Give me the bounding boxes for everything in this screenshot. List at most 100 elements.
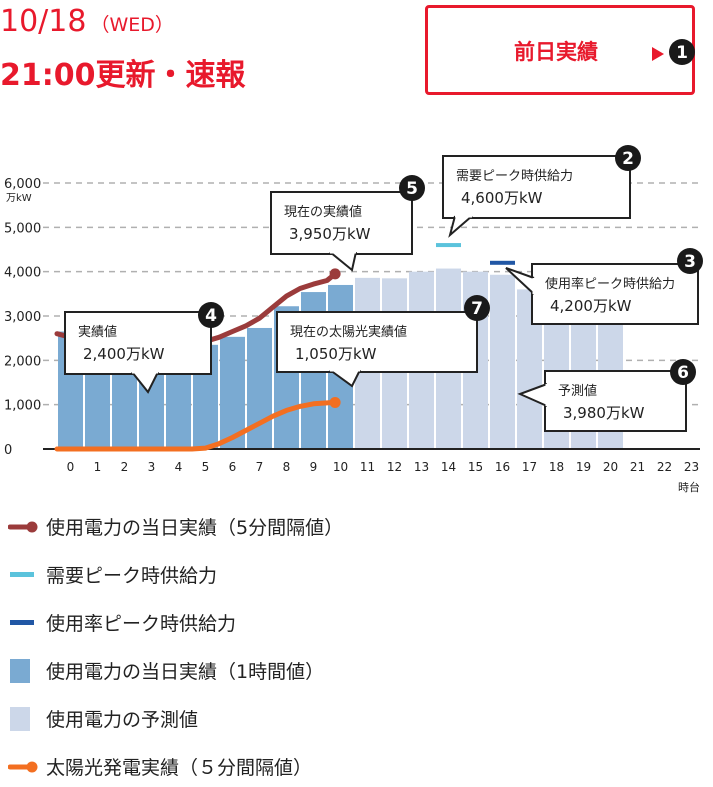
callout-pointer [131,371,159,394]
callout-pointer [329,251,357,272]
badge-number: 5 [406,179,418,199]
x-tick-label: 22 [657,460,672,474]
play-arrow-icon [652,47,664,61]
header-date: 10/18（WED） [0,2,174,45]
x-tick-label: 8 [283,460,291,474]
x-tick-label: 9 [310,460,318,474]
legend-label: 使用率ピーク時供給力 [46,613,237,635]
x-tick-label: 12 [387,460,402,474]
callout-value: 3,950万kW [289,225,371,243]
x-tick-label: 2 [121,460,129,474]
callout-value: 2,400万kW [83,345,165,363]
y-tick-label: 4,000 [4,266,41,281]
y-tick-label: 3,000 [4,310,41,325]
badge-number: 4 [205,306,217,326]
x-tick-label: 20 [603,460,618,474]
callout-box [64,311,212,375]
x-axis-label: 時台 [678,480,700,494]
legend-item: 太陽光発電実績（５分間隔値） [8,747,708,787]
x-tick-label: 19 [576,460,591,474]
legend-item: 使用電力の当日実績（1時間値） [8,651,708,691]
callout-title: 実績値 [78,324,117,340]
update-time: 21:00更新・速報 [0,58,246,93]
legend-item: 使用電力の予測値 [8,699,708,739]
callout-value: 4,200万kW [550,297,632,315]
x-tick-label: 6 [229,460,237,474]
callout-pointer [448,215,473,238]
callout-value: 1,050万kW [295,345,377,363]
callout-box [531,263,699,325]
callout-title: 使用率ピーク時供給力 [545,276,675,292]
x-tick-label: 0 [67,460,75,474]
x-tick-label: 3 [148,460,156,474]
legend-line-swatch-icon [8,521,38,533]
number-badge-icon [677,248,703,274]
callout-pointer [517,383,548,407]
legend-label: 需要ピーク時供給力 [46,565,218,587]
legend-item: 使用率ピーク時供給力 [8,603,708,643]
previous-day-button[interactable]: 前日実績 1 [425,5,695,95]
badge-number: 1 [676,43,688,63]
y-tick-label: 6,000 [4,177,41,192]
number-badge-icon [670,359,696,385]
x-tick-label: 1 [94,460,102,474]
callout-title: 需要ピーク時供給力 [456,169,573,184]
x-tick-label: 14 [441,460,456,474]
demand-peak-marker [436,243,461,248]
callout-box [276,311,478,373]
legend-item: 使用電力の当日実績（5分間隔値） [8,507,708,547]
y-tick-label: 5,000 [4,221,41,236]
callout-box [270,191,413,255]
date-text: 10/18 [0,4,87,39]
solar-line [54,399,338,452]
callout-title: 予測値 [558,383,597,399]
y-tick-label: 1,000 [4,399,41,414]
x-tick-label: 16 [495,460,510,474]
y-tick-label: 0 [4,443,12,458]
solar-current-dot [329,396,341,408]
number-badge-icon [615,145,641,171]
number-badge-icon [464,295,490,321]
legend-label: 使用電力の当日実績（5分間隔値） [46,517,344,539]
legend-label: 使用電力の当日実績（1時間値） [46,661,325,683]
callout-box [442,155,631,219]
x-tick-label: 11 [360,460,375,474]
badge-number: 2 [622,149,634,169]
legend-line-swatch-icon [8,761,38,773]
y-tick-label: 2,000 [4,354,41,369]
legend-dash-swatch-icon [10,620,34,625]
number-badge-icon [198,302,224,328]
x-tick-label: 4 [175,460,183,474]
legend-box-swatch-icon [10,659,30,683]
legend-label: 使用電力の予測値 [46,709,199,731]
x-tick-label: 10 [333,460,348,474]
legend-dash-swatch-icon [10,572,34,577]
usage-rate-peak-marker [490,260,515,265]
badge-number: 6 [677,363,689,383]
x-tick-label: 21 [630,460,645,474]
forecast-bar [490,274,515,449]
callout-title: 現在の実績値 [284,204,362,220]
callout-pointer [329,369,361,388]
callout-value: 3,980万kW [563,404,645,422]
x-tick-label: 23 [684,460,699,474]
x-tick-label: 18 [549,460,564,474]
callout-value: 4,600万kW [461,189,543,207]
number-badge-icon: 1 [669,39,695,65]
x-tick-label: 17 [522,460,537,474]
badge-number: 7 [471,299,483,319]
x-tick-label: 7 [256,460,264,474]
badge-number: 3 [684,252,696,272]
previous-day-label: 前日実績 [514,40,598,64]
number-badge-icon [399,175,425,201]
legend-label: 太陽光発電実績（５分間隔値） [46,757,313,779]
callout-pointer [505,267,535,295]
legend-item: 需要ピーク時供給力 [8,555,708,595]
actual-bar [247,327,272,449]
callout-box [544,370,687,432]
weekday-text: （WED） [90,14,174,36]
x-tick-label: 5 [202,460,210,474]
callout-title: 現在の太陽光実績値 [290,324,407,340]
y-unit-label: 万kW [6,193,32,204]
